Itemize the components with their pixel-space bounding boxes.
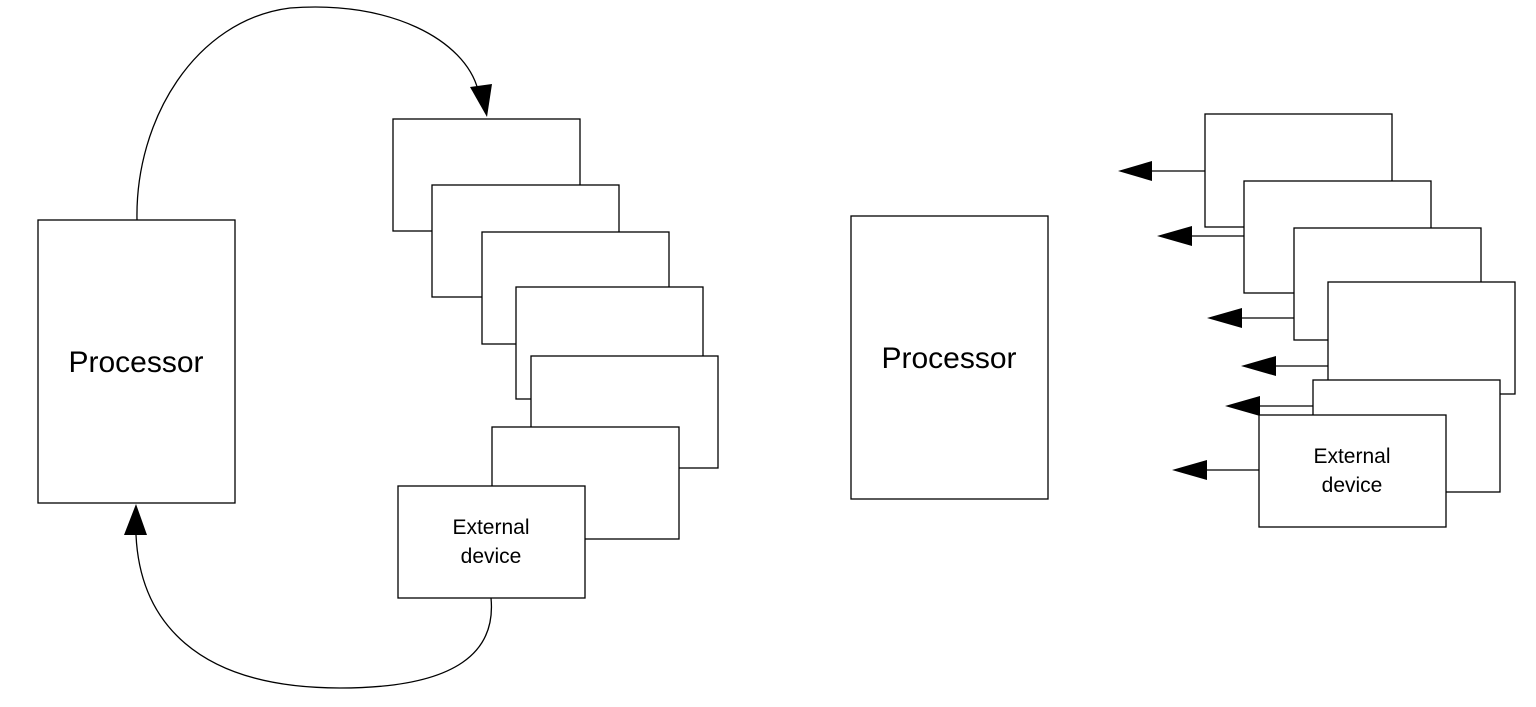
- arrowhead-icon: [1241, 356, 1276, 376]
- right-device-stack: External device: [1118, 113, 1516, 528]
- arrowhead-icon: [1118, 161, 1152, 181]
- left-processor-box: [37, 219, 236, 504]
- left-panel: External device Processor: [37, 6, 719, 689]
- right-external-device-box: [1258, 414, 1447, 528]
- arrowhead-icon: [1157, 226, 1192, 246]
- right-external-device-label-2: device: [1322, 474, 1383, 497]
- left-processor-label: Processor: [68, 346, 203, 379]
- arrowhead-icon: [1225, 396, 1260, 416]
- right-processor-box: [850, 215, 1049, 500]
- right-processor-label: Processor: [881, 342, 1016, 375]
- right-panel: Processor External device: [850, 113, 1516, 528]
- left-external-device-box: [397, 485, 586, 599]
- right-external-device-label-1: External: [1313, 445, 1390, 468]
- arrowhead-icon: [1172, 460, 1207, 480]
- left-external-device-label-2: device: [461, 545, 522, 568]
- right-device-card-4: [1327, 281, 1516, 395]
- left-external-device-label-1: External: [452, 516, 529, 539]
- device-to-processor-connector: [135, 534, 493, 689]
- arrowhead-icon: [124, 504, 147, 535]
- arrowhead-icon: [470, 84, 492, 117]
- arrowhead-icon: [1207, 308, 1242, 328]
- processor-to-device-connector: [136, 6, 479, 221]
- left-device-stack: External device: [392, 118, 719, 599]
